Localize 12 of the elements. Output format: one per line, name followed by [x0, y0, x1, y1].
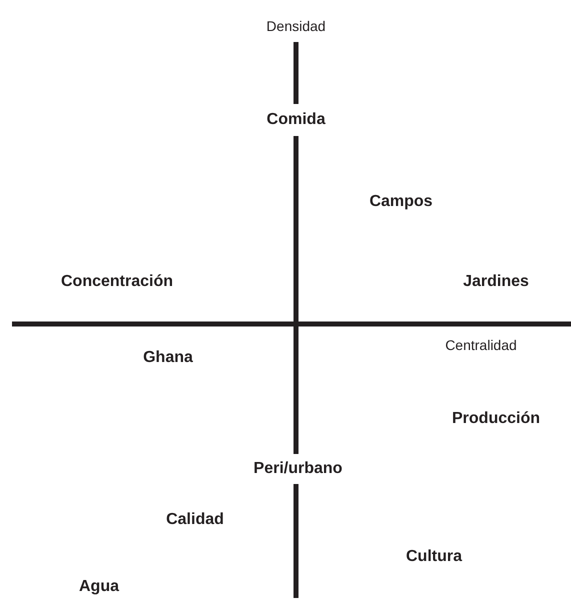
axis-label: Densidad — [266, 18, 326, 34]
quadrant-label: Calidad — [166, 511, 224, 529]
quadrant-label: Jardines — [463, 273, 529, 291]
quadrant-label: Cultura — [406, 548, 462, 566]
quadrant-label: Campos — [369, 193, 433, 211]
quadrant-label: Ghana — [143, 349, 193, 367]
quadrant-label: Comida — [266, 111, 326, 129]
axis-label: Centralidad — [445, 337, 517, 353]
quadrant-label: Producción — [452, 410, 540, 428]
quadrant-label: Peri/urbano — [254, 460, 342, 478]
quadrant-label: Agua — [79, 578, 119, 596]
quadrant-label: Concentración — [61, 273, 173, 291]
